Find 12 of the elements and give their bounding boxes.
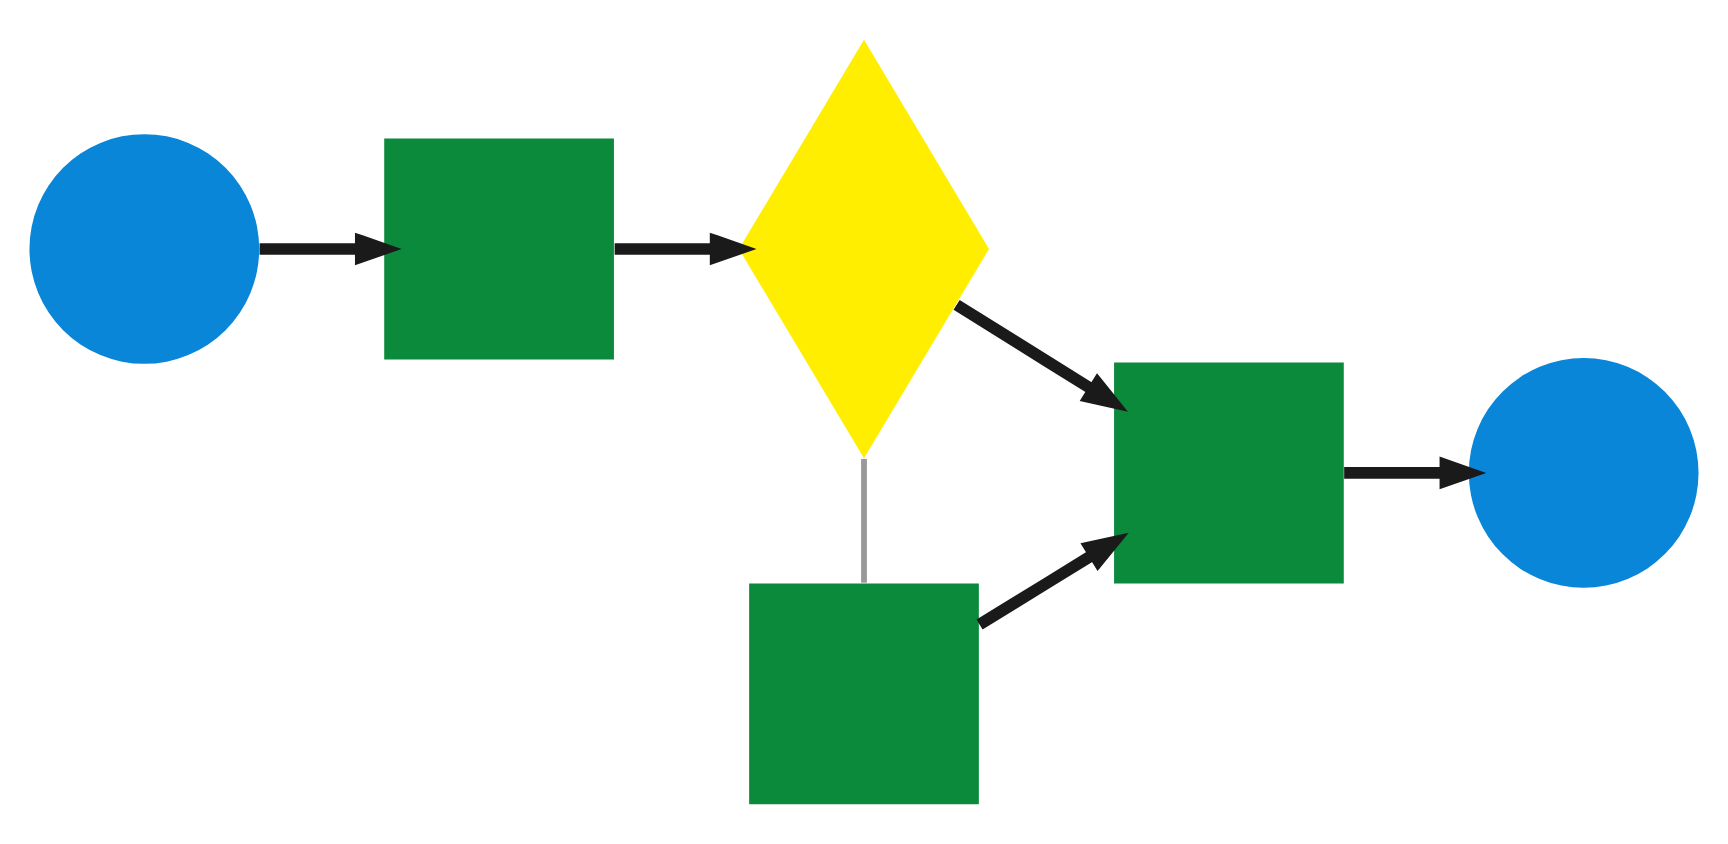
arrow: [976, 532, 1129, 630]
node-diamond: [738, 39, 990, 459]
node-box: [384, 138, 614, 360]
node-circle: [29, 134, 260, 364]
connector: [861, 458, 867, 583]
arrow: [953, 299, 1128, 412]
node-box: [749, 583, 979, 805]
arrow: [259, 232, 402, 266]
node-circle: [1468, 358, 1699, 588]
arrow: [1344, 456, 1487, 490]
arrow: [614, 232, 757, 266]
node-box: [1114, 362, 1344, 584]
